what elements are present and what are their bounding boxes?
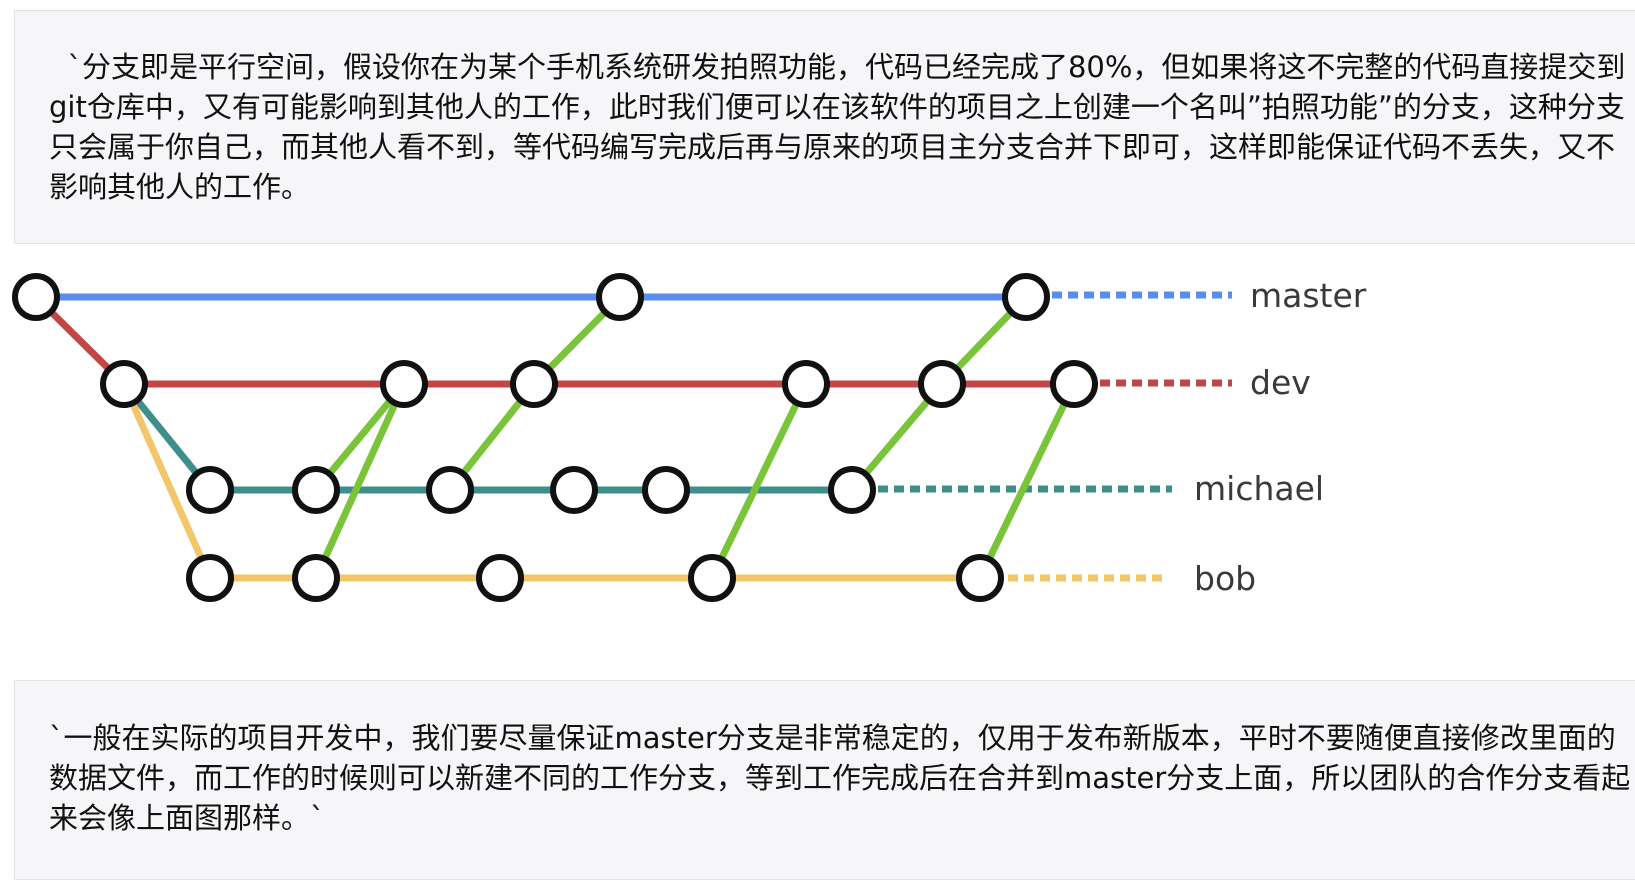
- commit-node: [918, 360, 966, 408]
- commit-node: [100, 360, 148, 408]
- top-note-box: `分支即是平行空间，假设你在为某个手机系统研发拍照功能，代码已经完成了80%，但…: [14, 10, 1635, 244]
- commit-node: [550, 466, 598, 514]
- commit-node: [782, 360, 830, 408]
- commit-node: [186, 554, 234, 602]
- commit-node: [510, 360, 558, 408]
- commit-node: [688, 554, 736, 602]
- commit-node: [476, 554, 524, 602]
- commit-node: [1050, 360, 1098, 408]
- commit-node: [426, 466, 474, 514]
- dev-to-bob-connector: [120, 380, 214, 582]
- branch-label-bob: bob: [1194, 559, 1256, 598]
- git-branch-diagram: master dev michael bob: [12, 273, 1367, 602]
- merge-line: [312, 380, 408, 582]
- michael-branch: [120, 380, 1172, 494]
- merge-line: [976, 380, 1078, 582]
- commit-node: [596, 273, 644, 321]
- branch-label-michael: michael: [1194, 469, 1324, 508]
- top-note-text: `分支即是平行空间，假设你在为某个手机系统研发拍照功能，代码已经完成了80%，但…: [49, 50, 1626, 204]
- commit-node: [956, 554, 1004, 602]
- commit-node: [1002, 273, 1050, 321]
- commit-node: [12, 273, 60, 321]
- commit-node: [186, 466, 234, 514]
- commit-node: [292, 466, 340, 514]
- commit-node: [828, 466, 876, 514]
- branch-label-dev: dev: [1250, 363, 1311, 402]
- commit-node: [380, 360, 428, 408]
- branch-label-master: master: [1250, 276, 1367, 315]
- commit-node: [292, 554, 340, 602]
- merge-lines: [312, 293, 1078, 582]
- commit-node: [642, 466, 690, 514]
- commit-nodes: [12, 273, 1098, 602]
- bottom-note-text: `一般在实际的项目开发中，我们要尽量保证master分支是非常稳定的，仅用于发布…: [49, 721, 1631, 835]
- merge-line: [708, 380, 810, 582]
- bottom-note-box: `一般在实际的项目开发中，我们要尽量保证master分支是非常稳定的，仅用于发布…: [14, 680, 1635, 880]
- master-branch: [32, 291, 1232, 301]
